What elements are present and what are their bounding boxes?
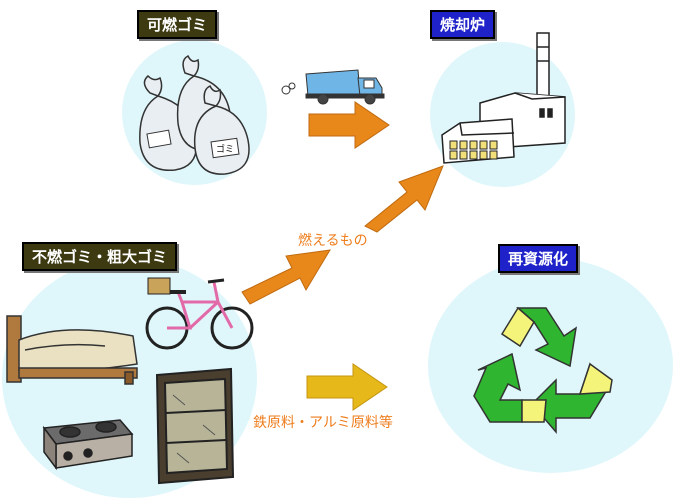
- garbage-truck-icon: [281, 69, 385, 105]
- gas-stove-icon: [42, 419, 134, 471]
- arrow-burnable-upper: [364, 165, 444, 233]
- recycle-circle: [428, 258, 673, 473]
- burnable-flow-label: 燃えるもの: [298, 233, 368, 249]
- incinerator-factory-icon: [441, 32, 566, 164]
- materials-flow-label: 鉄原料・アルミ原料等: [253, 415, 393, 431]
- arrow-to-recycle: [306, 363, 388, 411]
- recycle-icon: [473, 306, 613, 435]
- garbage-bags-icon: ゴミ: [139, 54, 250, 175]
- bag-tag-text: ゴミ: [216, 143, 234, 155]
- noncombustible-label: 不燃ゴミ・粗大ゴミ: [22, 242, 178, 271]
- cabinet-icon: [155, 367, 235, 485]
- combustible-label: 可燃ゴミ: [137, 10, 218, 39]
- recycle-label: 再資源化: [498, 244, 579, 273]
- bed-icon: [6, 315, 138, 385]
- incinerator-label: 焼却炉: [430, 10, 496, 39]
- bicycle-icon: [145, 277, 254, 350]
- arrow-burnable-lower: [241, 249, 331, 305]
- arrow-to-incinerator: [308, 101, 390, 149]
